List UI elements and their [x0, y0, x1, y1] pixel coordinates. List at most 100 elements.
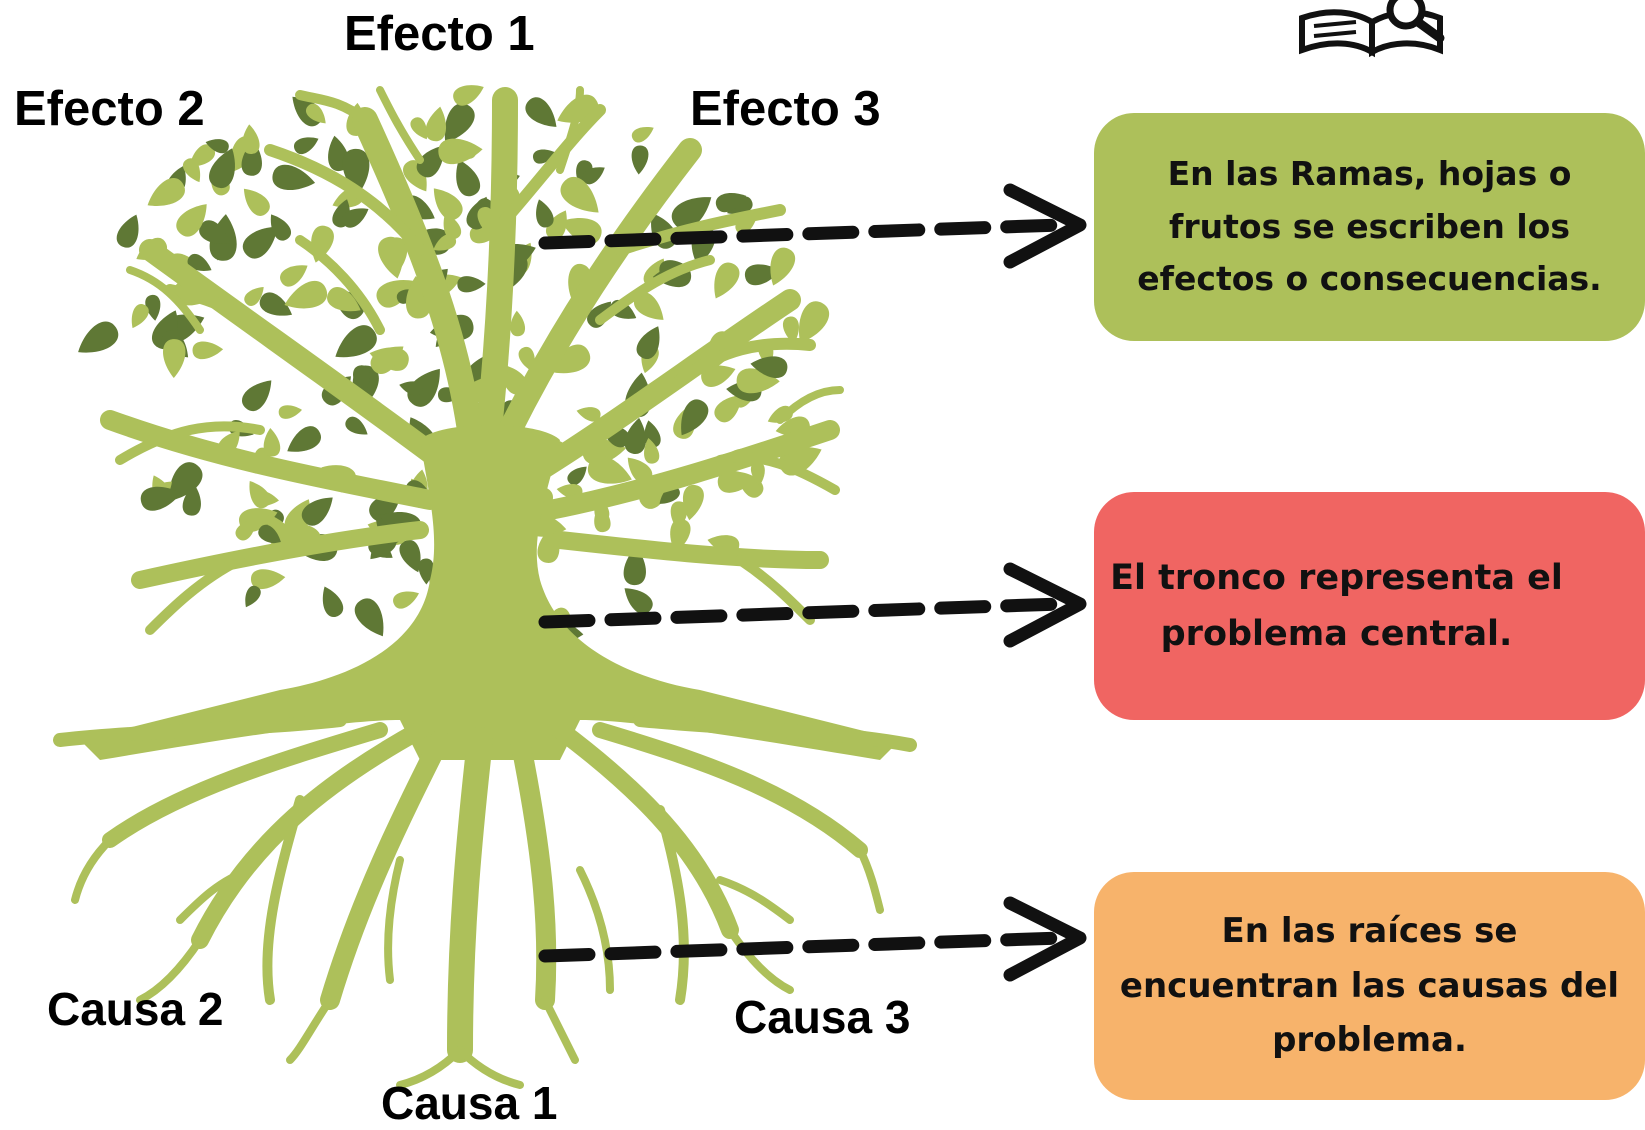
leaf	[293, 137, 319, 155]
leaf	[241, 380, 272, 412]
leaf	[199, 220, 231, 244]
leaf	[183, 158, 201, 183]
leaf	[176, 204, 207, 237]
leaf	[327, 287, 361, 312]
leaf	[449, 142, 477, 159]
leaf	[533, 149, 557, 164]
leaf	[453, 85, 484, 106]
leaf	[681, 399, 709, 436]
leaf	[750, 461, 765, 486]
leaf	[750, 356, 788, 378]
leaf	[433, 188, 463, 220]
leaf	[631, 127, 654, 143]
leaf	[131, 304, 149, 329]
leaf	[322, 586, 344, 618]
leaf	[209, 148, 235, 189]
leaf	[715, 193, 747, 213]
leaf	[145, 295, 161, 321]
leaf	[634, 292, 664, 320]
leaf	[399, 539, 421, 573]
leaf	[384, 237, 408, 277]
leaf	[305, 103, 326, 124]
leaf	[659, 485, 680, 504]
leaf	[444, 103, 475, 143]
leaf	[636, 326, 660, 359]
leaf	[525, 97, 557, 127]
leaf	[242, 226, 278, 259]
leaf	[163, 339, 186, 379]
leaf	[682, 485, 704, 521]
leaf	[278, 405, 303, 419]
leaf	[594, 504, 611, 533]
leaf	[235, 518, 257, 541]
leaf	[187, 254, 212, 271]
leaf	[548, 344, 591, 374]
leaf	[425, 106, 447, 142]
leaf	[477, 207, 494, 234]
leaf	[457, 276, 486, 293]
leaf	[284, 280, 328, 309]
leaf	[582, 167, 605, 185]
leaf	[370, 346, 404, 375]
leaf	[701, 365, 736, 387]
leaf	[631, 145, 649, 175]
leaf	[342, 208, 369, 228]
causes-box: En las raíces se encuentran las causas d…	[1094, 872, 1645, 1100]
leaf	[433, 234, 457, 251]
leaf	[399, 381, 423, 396]
leaf	[244, 286, 264, 306]
leaf	[567, 466, 587, 486]
leaf	[717, 470, 756, 493]
leaf	[670, 501, 688, 531]
label-causa-2: Causa 2	[47, 983, 224, 1035]
leaf	[644, 438, 660, 464]
leaf	[407, 368, 440, 407]
arrow-causes	[538, 896, 1087, 982]
tree-branches	[100, 86, 844, 635]
leaf	[714, 262, 740, 299]
leaf	[546, 210, 567, 240]
leaf	[270, 214, 292, 241]
label-efecto-2: Efecto 2	[14, 82, 205, 136]
leaf	[192, 341, 224, 360]
label-efecto-1: Efecto 1	[344, 7, 535, 61]
label-causa-1: Causa 1	[381, 1077, 558, 1129]
leaf	[587, 455, 632, 484]
leaf	[536, 199, 554, 228]
leaf	[259, 292, 293, 316]
effects-box: En las Ramas, hojas o frutos se escriben…	[1094, 113, 1645, 341]
arrow-problem	[538, 562, 1087, 648]
leaf	[376, 280, 415, 308]
leaf	[182, 484, 201, 516]
leaf	[576, 407, 601, 422]
leaf	[242, 124, 260, 154]
leaf	[287, 426, 321, 452]
leaf	[770, 247, 796, 286]
leaf	[335, 325, 377, 358]
leaf	[78, 321, 119, 353]
leaf	[245, 585, 261, 608]
leaf	[272, 164, 316, 190]
leaf	[416, 145, 444, 178]
leaf	[116, 214, 139, 248]
leaf	[393, 591, 419, 609]
leaf	[243, 188, 270, 216]
leaf	[301, 497, 333, 526]
tree-roots	[53, 713, 917, 1089]
leaf	[510, 310, 526, 337]
leaf	[560, 176, 599, 213]
leaf	[258, 524, 282, 544]
leaf	[671, 197, 712, 230]
label-efecto-3: Efecto 3	[690, 82, 881, 136]
leaf	[263, 427, 281, 457]
leaf	[405, 276, 431, 319]
leaf	[354, 598, 384, 637]
leaf	[280, 265, 308, 287]
leaf	[799, 301, 830, 344]
tree-trunk	[80, 425, 900, 760]
leaf	[147, 178, 185, 206]
leaf	[410, 117, 428, 140]
causes-box-text: En las raíces se encuentran las causas d…	[1119, 911, 1620, 1061]
leaf	[443, 213, 462, 240]
leaf	[624, 588, 653, 615]
